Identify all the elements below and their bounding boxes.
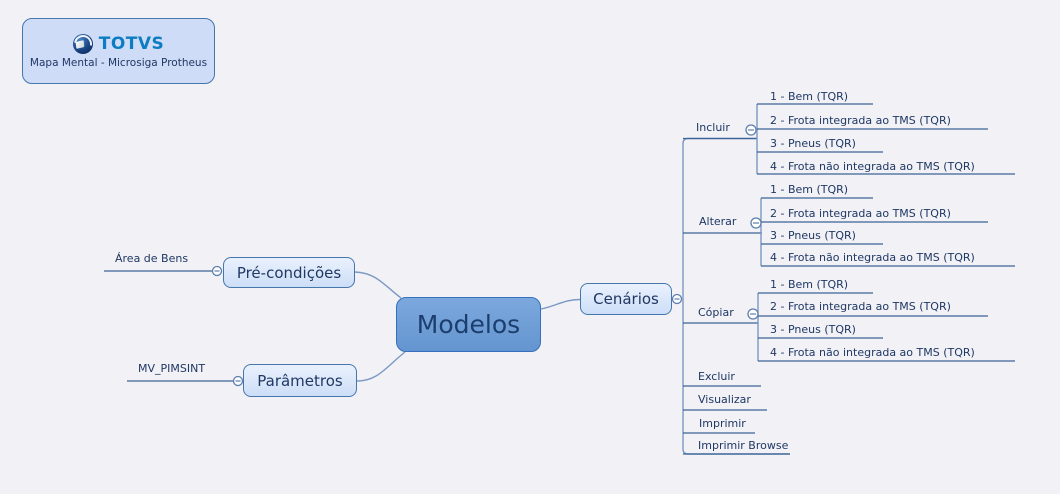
totvs-wordmark: TOTVS: [98, 33, 165, 54]
node-incluir-child-2[interactable]: 2 - Frota integrada ao TMS (TQR): [770, 114, 951, 127]
collapse-toggle-precondicoes[interactable]: [211, 265, 223, 277]
node-incluir-child-1[interactable]: 1 - Bem (TQR): [770, 90, 849, 103]
node-parametros[interactable]: Parâmetros: [243, 364, 357, 397]
node-alterar-child-2[interactable]: 2 - Frota integrada ao TMS (TQR): [770, 207, 951, 220]
curve-root-cenarios: [540, 298, 581, 310]
node-mv-pimsint[interactable]: MV_PIMSINT: [138, 362, 206, 375]
collapse-toggle-cenarios[interactable]: [671, 293, 683, 305]
node-modelos[interactable]: Modelos: [396, 297, 541, 352]
logo-row: TOTVS: [70, 30, 165, 57]
node-visualizar[interactable]: Visualizar: [698, 393, 751, 406]
node-incluir[interactable]: Incluir: [696, 121, 730, 134]
node-incluir-child-4[interactable]: 4 - Frota não integrada ao TMS (TQR): [770, 160, 975, 173]
node-alterar-child-4[interactable]: 4 - Frota não integrada ao TMS (TQR): [770, 251, 975, 264]
node-copiar[interactable]: Cópiar: [698, 306, 734, 319]
logo-box: TOTVS Mapa Mental - Microsiga Protheus: [22, 18, 215, 84]
node-area-de-bens[interactable]: Área de Bens: [115, 252, 189, 265]
curve-precondicoes-root: [354, 271, 402, 299]
curve-parametros-root: [356, 351, 406, 382]
node-copiar-child-3[interactable]: 3 - Pneus (TQR): [770, 323, 856, 336]
node-alterar-child-3[interactable]: 3 - Pneus (TQR): [770, 229, 856, 242]
node-alterar-child-1[interactable]: 1 - Bem (TQR): [770, 183, 849, 196]
collapse-toggle-parametros[interactable]: [232, 375, 244, 387]
node-excluir[interactable]: Excluir: [698, 370, 735, 383]
node-precondicoes[interactable]: Pré-condições: [223, 257, 355, 288]
node-copiar-child-1[interactable]: 1 - Bem (TQR): [770, 278, 849, 291]
node-cenarios[interactable]: Cenários: [580, 283, 672, 315]
logo-subtitle: Mapa Mental - Microsiga Protheus: [29, 56, 208, 69]
collapse-toggle-incluir[interactable]: [745, 124, 757, 136]
node-alterar[interactable]: Alterar: [699, 215, 737, 228]
node-imprimir-browse[interactable]: Imprimir Browse: [698, 439, 789, 452]
totvs-sphere-icon: [70, 30, 96, 57]
node-incluir-child-3[interactable]: 3 - Pneus (TQR): [770, 137, 856, 150]
node-copiar-child-2[interactable]: 2 - Frota integrada ao TMS (TQR): [770, 300, 951, 313]
node-copiar-child-4[interactable]: 4 - Frota não integrada ao TMS (TQR): [770, 346, 975, 359]
node-imprimir[interactable]: Imprimir: [699, 417, 746, 430]
collapse-toggle-alterar[interactable]: [750, 217, 762, 229]
collapse-toggle-copiar[interactable]: [747, 308, 759, 320]
